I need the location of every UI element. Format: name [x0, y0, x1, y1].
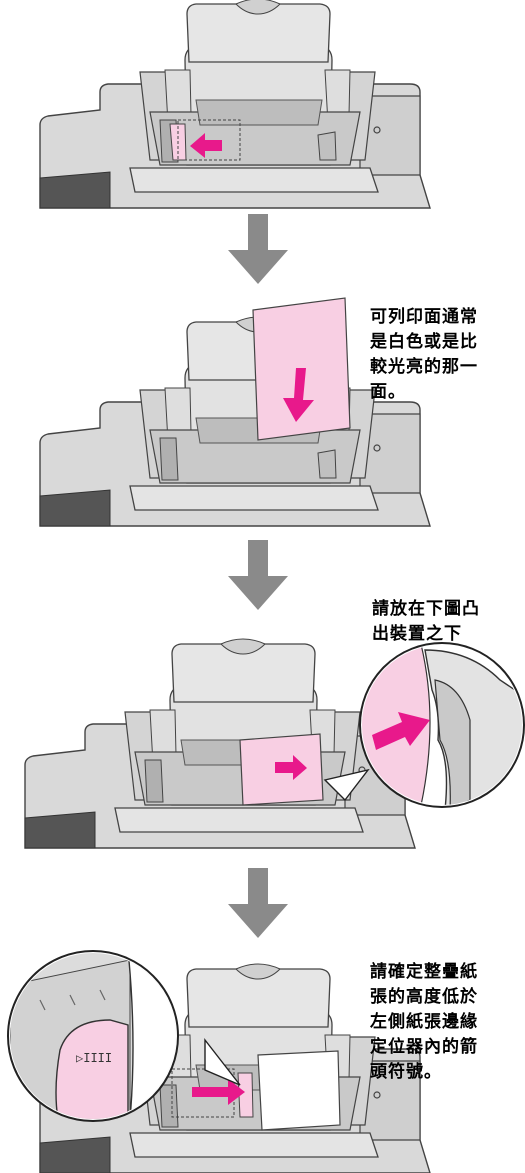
tab-detail-callout: [323, 642, 525, 808]
slide-guide-arrow-icon: [372, 712, 430, 750]
step-4-printer: [39, 963, 431, 1173]
step-1-printer: [39, 0, 431, 209]
step-2-printer: [39, 297, 431, 527]
note-under-tab: 請放在下圖凸 出裝置之下: [372, 599, 480, 644]
note-stack-height: 請確定整疊紙 張的高度低於 左側紙張邊緣 定位器內的箭 頭符號。: [370, 962, 478, 1082]
step-down-arrow-icon: [228, 540, 288, 610]
guide-mark-callout: ▷IIII: [7, 950, 241, 1122]
slide-guide-arrow-icon: [190, 133, 222, 158]
insert-direction-arrow-icon: [283, 368, 314, 422]
step-down-arrow-icon: [228, 868, 288, 938]
note-printable-side: 可列印面通常 是白色或是比 較光亮的那一 面。: [370, 307, 478, 402]
step-3-printer: [24, 638, 416, 849]
slide-guide-arrow-icon: [192, 1079, 245, 1105]
guide-mark-label: ▷IIII: [76, 1051, 112, 1065]
slide-guide-arrow-icon: [275, 755, 307, 780]
step-down-arrow-icon: [228, 214, 288, 284]
